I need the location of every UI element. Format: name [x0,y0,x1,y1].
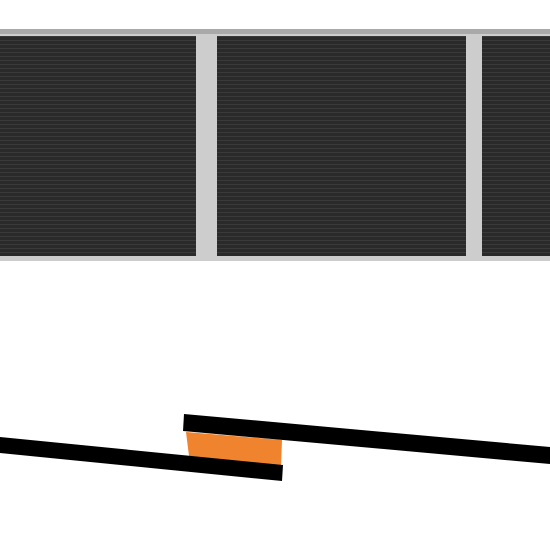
panel-right [482,36,550,256]
panel-left [0,36,196,256]
beam-upper-right [183,414,550,464]
panel-divider-2 [468,34,480,258]
panel-strip-top-edge [0,29,550,34]
panel-center [217,36,466,256]
panel-divider-1 [196,34,212,258]
beam-lower-left [0,437,283,481]
